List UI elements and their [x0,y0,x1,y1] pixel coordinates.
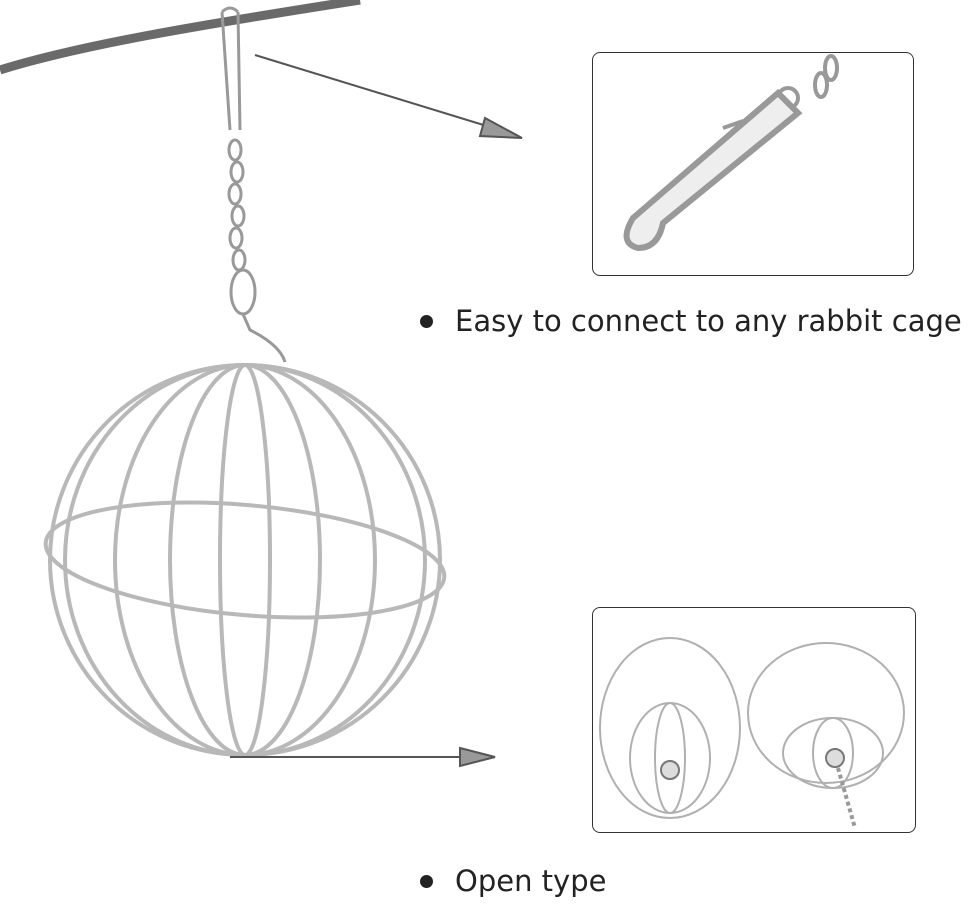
hay-ball-icon [43,363,447,757]
feature-caption-open: Open type [420,864,606,898]
clip-icon [623,54,839,252]
open-detail-panel [592,607,916,833]
open-ball-icon [599,637,905,829]
rope [0,0,361,75]
chain-icon [227,138,287,363]
bullet-icon [420,874,433,888]
hook-icon [220,6,242,131]
clip-detail-panel [592,52,914,276]
feature-caption-connect: Easy to connect to any rabbit cage [420,304,962,338]
bullet-icon [420,314,433,328]
caption-text: Open type [455,864,607,898]
caption-text: Easy to connect to any rabbit cage [455,304,962,338]
arrow-icon [230,54,523,768]
